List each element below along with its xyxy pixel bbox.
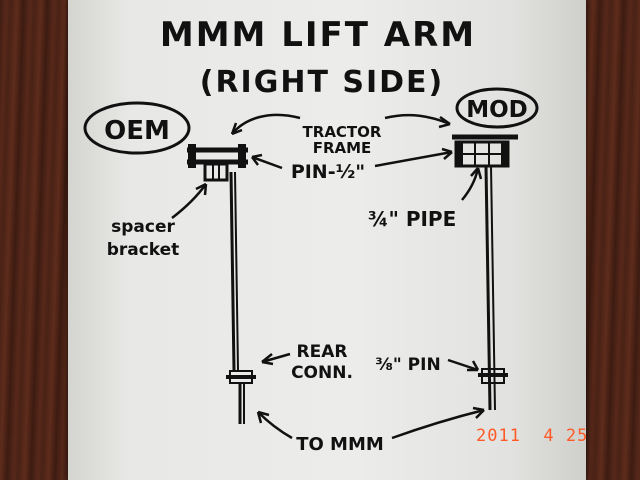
arrowhead	[256, 410, 270, 424]
rear-conn-arrow-left	[261, 352, 291, 364]
oem-lift-arm	[229, 171, 236, 371]
mod-rear-connection	[478, 368, 508, 384]
tractor-frame-arrow-left	[231, 113, 301, 135]
mod-label: MOD	[466, 97, 528, 123]
mod-top-bracket	[452, 134, 518, 168]
diagram-title: MMM LIFT ARM	[160, 15, 476, 55]
pin-arrow-right	[374, 150, 453, 168]
rear-conn-label-line1: REAR	[297, 342, 348, 362]
oem-label: OEM	[104, 116, 170, 146]
oem-circle	[83, 101, 191, 155]
mod-circle	[455, 87, 539, 129]
oem-lift-arm-edge	[234, 171, 239, 371]
arrowhead	[230, 122, 243, 136]
tractor-frame-label-line1: TRACTOR	[303, 123, 382, 141]
arrowhead	[470, 167, 483, 180]
to-mmm-arrow-left	[257, 411, 293, 440]
arrowhead	[195, 182, 208, 196]
pipe-label: ¾" PIPE	[368, 207, 457, 231]
spacer-bracket-arrow	[171, 183, 208, 219]
arrowhead	[251, 153, 263, 166]
arrowhead	[467, 360, 480, 372]
pin-arrow-left	[251, 155, 283, 170]
oem-top-bracket	[187, 144, 248, 182]
pipe-arrow	[461, 167, 480, 201]
arrowhead	[441, 147, 453, 160]
rear-conn-label-line2: CONN.	[291, 363, 353, 383]
tractor-frame-arrow-right	[384, 113, 451, 126]
arrowhead	[438, 115, 451, 129]
paper-sheet	[68, 0, 586, 480]
tractor-frame-label-line2: FRAME	[313, 139, 372, 157]
rear-conn-arrow-right	[447, 358, 479, 372]
arrowhead	[261, 353, 274, 366]
spacer-bracket-label-line1: spacer	[111, 217, 175, 237]
diagram-subtitle: (RIGHT SIDE)	[200, 65, 445, 100]
spacer-bracket-label-line2: bracket	[107, 240, 180, 260]
arrowhead	[472, 406, 485, 419]
pin-half-label: PIN-½"	[291, 161, 365, 183]
photo-date-stamp: 2011 4 25	[476, 426, 589, 446]
oem-rear-connection	[226, 370, 256, 424]
pin-three-eighths-label: ⅜" PIN	[375, 355, 440, 375]
to-mmm-arrow-right	[391, 408, 485, 440]
to-mmm-label: TO MMM	[296, 434, 384, 455]
